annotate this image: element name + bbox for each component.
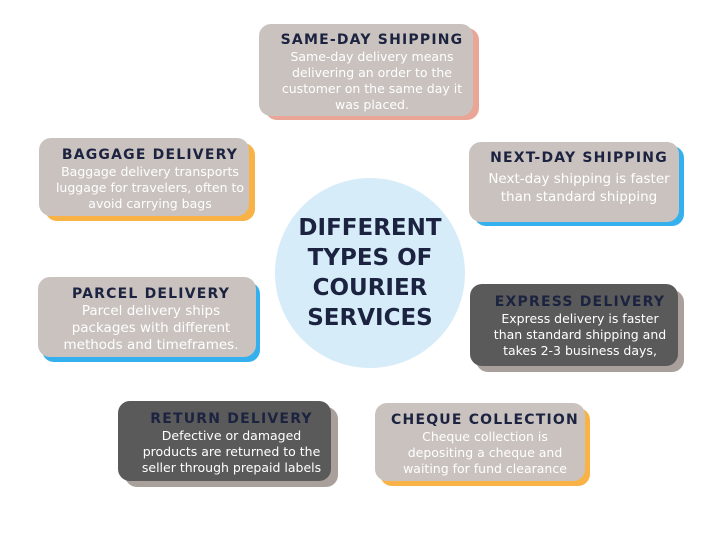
card-title: PARCEL DELIVERY [71,286,231,302]
card-description: Parcel delivery ships packages with diff… [63,303,239,353]
card-shadow [375,403,585,481]
card-description: Next-day shipping is faster than standar… [488,171,670,205]
card-shadow [469,142,679,222]
card-description: Same-day delivery means delivering an or… [281,49,463,112]
card-parcel-delivery: PARCEL DELIVERY Parcel delivery ships pa… [38,277,260,362]
card-same-day-shipping: SAME-DAY SHIPPING Same-day delivery mean… [259,24,479,120]
card-return-delivery: RETURN DELIVERY Defective or damaged pro… [118,401,338,487]
card-description: Defective or damaged products are return… [141,428,322,475]
card-description: Express delivery is faster than standard… [493,311,667,358]
card-shadow [259,24,473,116]
card-shadow [39,138,249,216]
center-circle: DIFFERENT TYPES OF COURIER SERVICES [275,178,465,368]
card-title: EXPRESS DELIVERY [494,294,666,310]
card-description: Cheque collection is depositing a cheque… [403,429,567,476]
center-title: DIFFERENT TYPES OF COURIER SERVICES [298,215,442,331]
card-title: RETURN DELIVERY [150,411,313,427]
card-title: SAME-DAY SHIPPING [280,32,464,48]
card-shadow [470,284,678,366]
card-title: CHEQUE COLLECTION [391,412,579,428]
card-shadow [38,277,256,357]
card-description: Baggage delivery transports luggage for … [55,164,245,211]
card-title: NEXT-DAY SHIPPING [490,150,668,166]
card-cheque-collection: CHEQUE COLLECTION Cheque collection is d… [375,403,590,486]
card-baggage-delivery: BAGGAGE DELIVERY Baggage delivery transp… [39,138,255,221]
card-title: BAGGAGE DELIVERY [61,147,239,163]
card-shadow [118,401,331,481]
card-next-day-shipping: NEXT-DAY SHIPPING Next-day shipping is f… [469,142,684,226]
card-express-delivery: EXPRESS DELIVERY Express delivery is fas… [470,284,684,372]
